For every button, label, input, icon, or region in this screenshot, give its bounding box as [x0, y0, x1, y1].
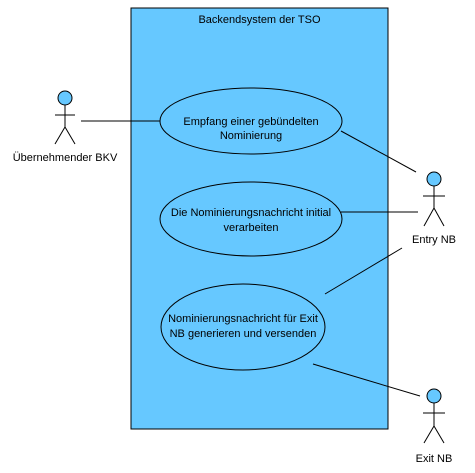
association-exit-msg-exitnb	[312, 363, 421, 397]
actor-body-icon	[54, 105, 76, 145]
association-empfang-entry	[340, 130, 417, 173]
actor-uebernehmender-bkv[interactable]: Übernehmender BKV	[13, 90, 118, 164]
actor-label: Entry NB	[412, 234, 456, 246]
actor-head-icon	[426, 388, 442, 404]
system-title: Backendsystem der TSO	[198, 14, 321, 26]
actor-body-icon	[423, 403, 445, 444]
actor-label: Exit NB	[416, 453, 453, 465]
use-case-line-2: verarbeiten	[223, 222, 278, 234]
actor-body-icon	[423, 186, 445, 227]
actor-head-icon	[426, 171, 442, 187]
use-case-exit-nachricht[interactable]: Nominierungsnachricht für Exit NB generi…	[160, 283, 326, 371]
actor-head-icon	[57, 90, 73, 106]
actor-label: Übernehmender BKV	[13, 152, 118, 164]
use-case-line-1: Empfang einer gebündelten	[183, 116, 318, 128]
use-case-verarbeiten[interactable]: Die Nominierungsnachricht initial verarb…	[159, 181, 343, 257]
use-case-ellipse	[159, 181, 343, 257]
associations	[81, 120, 421, 397]
association-exit-msg-entry	[324, 247, 403, 295]
use-case-line-1: Nominierungsnachricht für Exit	[168, 313, 318, 325]
use-case-line-1: Die Nominierungsnachricht initial	[171, 207, 331, 219]
actor-entry-nb[interactable]: Entry NB	[412, 171, 456, 246]
use-case-line-2: NB generieren und versenden	[170, 328, 317, 340]
use-case-line-2: Nominierung	[220, 130, 282, 142]
use-case-empfang[interactable]: Empfang einer gebündelten Nominierung	[159, 87, 343, 155]
use-case-ellipse	[160, 283, 326, 371]
use-case-ellipse	[159, 87, 343, 155]
actor-exit-nb[interactable]: Exit NB	[416, 388, 453, 465]
